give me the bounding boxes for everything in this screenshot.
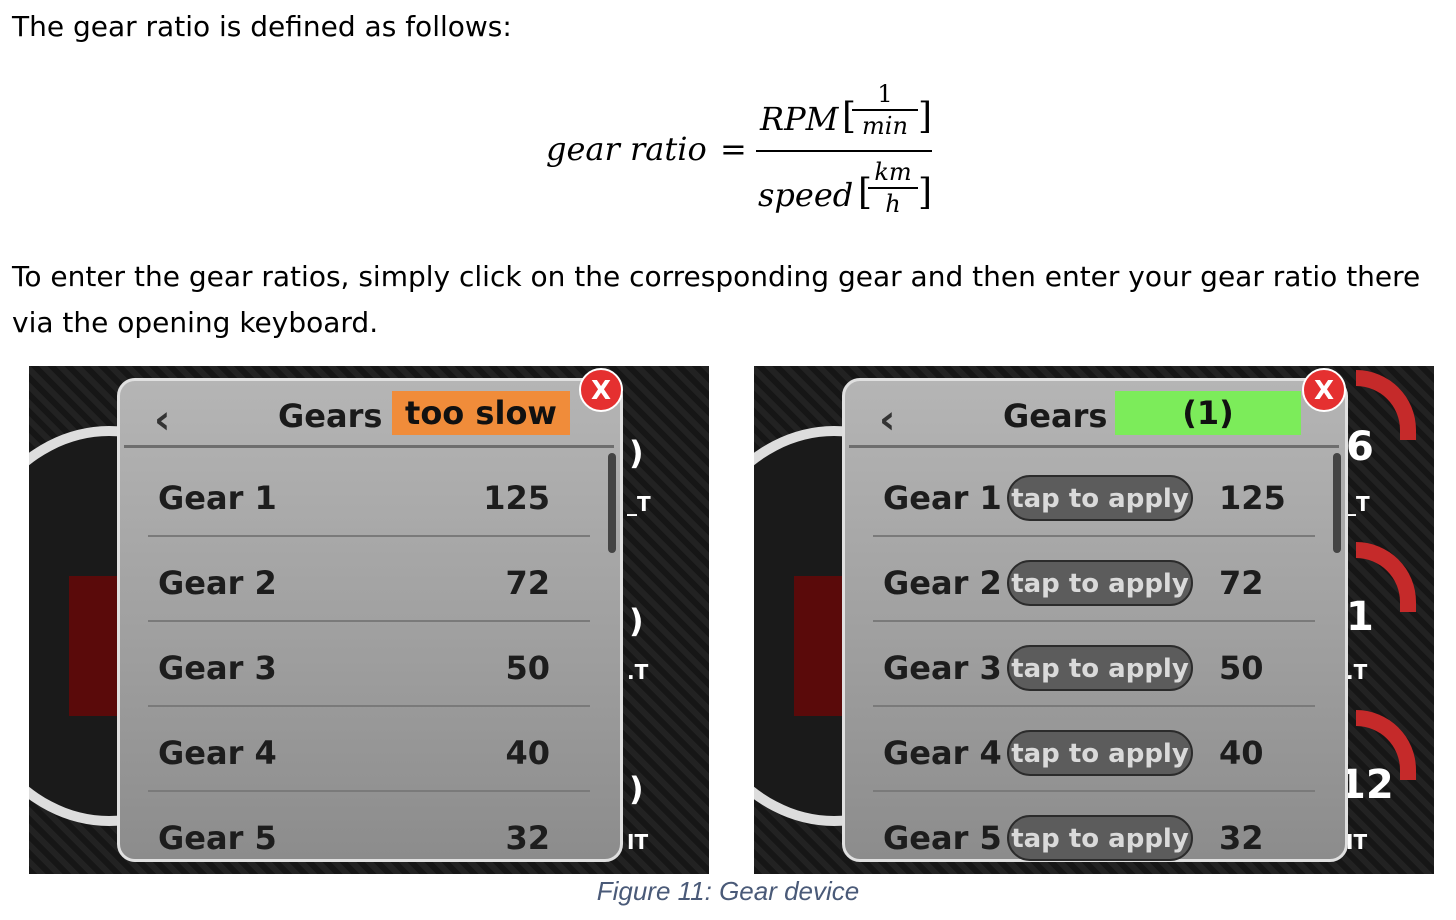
formula-lhs: gear ratio <box>546 130 707 168</box>
gear-value: 125 <box>1219 479 1286 517</box>
intro-text: The gear ratio is defined as follows: <box>12 10 512 43</box>
gear-value: 40 <box>505 734 550 772</box>
gear-value: 32 <box>1219 819 1264 857</box>
gears-panel: ‹ Gears (1) Gear 1 tap to apply 125 Gear… <box>842 378 1348 862</box>
formula-fraction-line <box>756 150 932 152</box>
gear-value: 50 <box>505 649 550 687</box>
gear-label: Gear 3 <box>883 649 1002 687</box>
gear-label: Gear 2 <box>883 564 1002 602</box>
gear-row-2[interactable]: Gear 2 tap to apply 72 <box>873 538 1315 622</box>
figure-caption: Figure 11: Gear device <box>596 876 860 906</box>
tap-to-apply-button[interactable]: tap to apply <box>1007 475 1193 521</box>
back-chevron-icon[interactable]: ‹ <box>154 397 171 443</box>
gear-row-1[interactable]: Gear 1 125 <box>148 453 590 537</box>
row-divider <box>873 705 1315 707</box>
row-divider <box>148 620 590 622</box>
numerator-unit-top: 1 <box>877 80 893 108</box>
row-divider <box>873 790 1315 792</box>
gear-row-3[interactable]: Gear 3 50 <box>148 623 590 707</box>
gear-value: 72 <box>1219 564 1264 602</box>
panel-title: Gears <box>1003 397 1108 435</box>
formula-equals: = <box>720 130 747 168</box>
gear-row-5[interactable]: Gear 5 tap to apply 32 <box>873 793 1315 874</box>
gear-screen-apply: 6 _T 1 .T 12 IT ‹ Gears (1) Gear 1 tap t… <box>754 366 1434 874</box>
header-divider <box>849 445 1339 448</box>
tap-to-apply-button[interactable]: tap to apply <box>1007 645 1193 691</box>
formula-bracket-open-2: [ <box>858 172 873 213</box>
edge-glyph-5: ) <box>629 770 644 808</box>
gear-value: 72 <box>505 564 550 602</box>
gear-label: Gear 3 <box>158 649 277 687</box>
instruction-paragraph: To enter the gear ratios, simply click o… <box>12 260 1421 339</box>
scrollbar[interactable] <box>1333 453 1341 553</box>
formula-denominator-var: speed <box>758 176 854 214</box>
row-divider <box>873 620 1315 622</box>
tap-to-apply-button[interactable]: tap to apply <box>1007 815 1193 861</box>
close-icon[interactable]: X <box>1302 368 1346 412</box>
gear-row-2[interactable]: Gear 2 72 <box>148 538 590 622</box>
edge-glyph-4: .T <box>1346 660 1368 684</box>
edge-glyph-2: _T <box>627 492 651 516</box>
gear-row-4[interactable]: Gear 4 40 <box>148 708 590 792</box>
panel-title: Gears <box>278 397 383 435</box>
edge-glyph-3: ) <box>629 602 644 640</box>
gear-row-5[interactable]: Gear 5 32 <box>148 793 590 874</box>
gear-row-1[interactable]: Gear 1 tap to apply 125 <box>873 453 1315 537</box>
back-chevron-icon[interactable]: ‹ <box>879 397 896 443</box>
close-icon[interactable]: X <box>579 368 623 412</box>
formula-bracket-close-2: ] <box>918 172 933 213</box>
edge-glyph-1: ) <box>629 434 644 472</box>
formula-numerator-var: RPM <box>760 100 839 138</box>
gear-label: Gear 5 <box>158 819 277 857</box>
edge-glyph-6: IT <box>627 830 649 854</box>
gear-screen-too-slow: ) _T ) .T ) IT ‹ Gears too slow Gear 1 1… <box>29 366 709 874</box>
formula-denominator-unit: km h <box>868 158 918 218</box>
gears-panel: ‹ Gears too slow Gear 1 125 Gear 2 72 Ge… <box>117 378 623 862</box>
edge-glyph-2: _T <box>1346 492 1370 516</box>
gear-value: 40 <box>1219 734 1264 772</box>
gear-label: Gear 1 <box>158 479 277 517</box>
formula-bracket-close: ] <box>918 96 933 137</box>
edge-number-1: 6 <box>1346 424 1374 470</box>
row-divider <box>148 535 590 537</box>
status-badge: (1) <box>1115 391 1301 435</box>
tap-to-apply-button[interactable]: tap to apply <box>1007 730 1193 776</box>
edge-number-2: 1 <box>1346 594 1374 640</box>
status-badge: too slow <box>392 391 570 435</box>
gear-ratio-formula: gear ratio = RPM [ 1 min ] speed [ km h … <box>546 78 966 228</box>
gear-row-4[interactable]: Gear 4 tap to apply 40 <box>873 708 1315 792</box>
numerator-unit-bottom: min <box>862 111 908 140</box>
gear-label: Gear 5 <box>883 819 1002 857</box>
gear-value: 32 <box>505 819 550 857</box>
formula-bracket-open: [ <box>842 96 857 137</box>
denominator-unit-bottom: h <box>885 189 901 218</box>
gear-row-3[interactable]: Gear 3 tap to apply 50 <box>873 623 1315 707</box>
tap-to-apply-button[interactable]: tap to apply <box>1007 560 1193 606</box>
gear-label: Gear 4 <box>158 734 277 772</box>
gear-label: Gear 2 <box>158 564 277 602</box>
gear-label: Gear 4 <box>883 734 1002 772</box>
edge-glyph-6: IT <box>1346 830 1368 854</box>
gear-value: 125 <box>483 479 550 517</box>
scrollbar[interactable] <box>608 453 616 553</box>
row-divider <box>148 705 590 707</box>
gear-label: Gear 1 <box>883 479 1002 517</box>
gear-value: 50 <box>1219 649 1264 687</box>
edge-glyph-4: .T <box>627 660 649 684</box>
formula-numerator-unit: 1 min <box>852 80 918 140</box>
header-divider <box>124 445 614 448</box>
row-divider <box>873 535 1315 537</box>
denominator-unit-top: km <box>874 158 912 186</box>
row-divider <box>148 790 590 792</box>
